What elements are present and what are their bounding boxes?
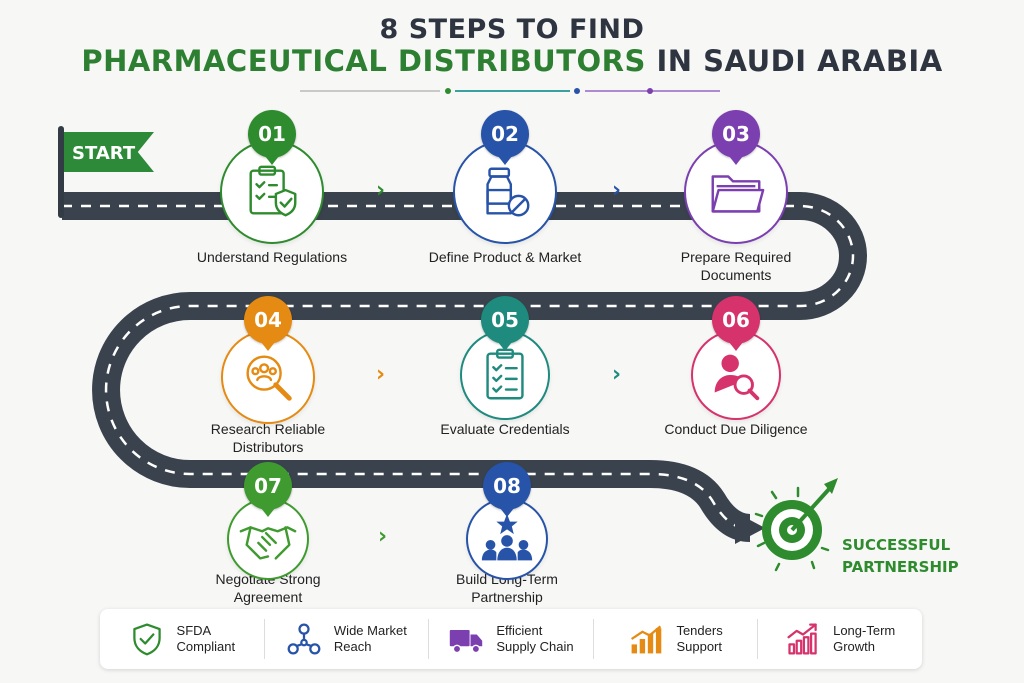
features-bar: SFDA Compliant Wide Market Reach Efficie… xyxy=(100,609,922,669)
step-01-badge: 01 xyxy=(248,110,296,165)
clipboard-shield-icon xyxy=(249,165,297,217)
team-star-icon xyxy=(481,513,533,561)
step-06-label: Conduct Due Diligence xyxy=(664,421,808,437)
title-line-1: 8 STEPS TO FIND xyxy=(379,14,645,45)
step-07-icon-circle xyxy=(227,498,309,580)
step-05-badge: 05 xyxy=(481,296,529,351)
feature-sfda-compliant: SFDA Compliant xyxy=(100,619,265,659)
step-06-icon-circle xyxy=(691,330,781,420)
target-arrow-icon xyxy=(754,478,838,572)
flag-pole xyxy=(58,126,64,218)
goal-text: SUCCESSFUL PARTNERSHIP xyxy=(842,534,972,578)
title-divider xyxy=(300,88,720,94)
feature-label: Efficient Supply Chain xyxy=(496,623,574,654)
goal-line-2: PARTNERSHIP xyxy=(842,558,959,576)
handshake-icon xyxy=(239,526,297,560)
shield-check-icon xyxy=(132,623,161,656)
step-02-label: Define Product & Market xyxy=(428,249,582,265)
feature-long-term-growth: Long-Term Growth xyxy=(758,619,922,659)
title-highlight: PHARMACEUTICAL DISTRIBUTORS xyxy=(81,44,646,78)
chevron-right-icon: › xyxy=(612,362,622,387)
feature-tenders-support: Tenders Support xyxy=(594,619,759,659)
feature-label: Long-Term Growth xyxy=(833,623,896,654)
step-07-badge: 07 xyxy=(244,462,292,517)
truck-icon xyxy=(450,630,483,654)
feature-label: Wide Market Reach xyxy=(333,623,407,654)
chevron-right-icon: › xyxy=(378,524,388,549)
network-icon xyxy=(287,623,321,655)
person-search-icon xyxy=(714,354,760,401)
folder-icon xyxy=(711,175,765,213)
checklist-icon xyxy=(486,348,524,400)
step-06-badge: 06 xyxy=(712,296,760,351)
step-08-badge: 08 xyxy=(483,462,531,517)
title-line-2: PHARMACEUTICAL DISTRIBUTORS IN SAUDI ARA… xyxy=(0,44,1024,78)
chevron-right-icon: › xyxy=(376,178,386,203)
step-04-badge: 04 xyxy=(244,296,292,351)
step-01-icon-circle xyxy=(220,140,324,244)
step-08-icon-circle xyxy=(466,498,548,580)
title-rest: IN SAUDI ARABIA xyxy=(656,44,943,78)
step-01-label: Understand Regulations xyxy=(196,249,348,265)
step-04-label: Research Reliable Distributors xyxy=(210,421,326,455)
feature-efficient-supply-chain: Efficient Supply Chain xyxy=(429,619,594,659)
step-03-badge: 03 xyxy=(712,110,760,165)
step-02-badge: 02 xyxy=(481,110,529,165)
medicine-bottle-pill-icon xyxy=(486,167,530,217)
feature-label: Tenders Support xyxy=(676,623,723,654)
chevron-right-icon: › xyxy=(376,362,386,387)
start-label: START xyxy=(72,143,136,164)
step-03-label: Prepare Required Documents xyxy=(680,249,792,283)
growth-chart-icon xyxy=(787,623,817,655)
people-magnifier-icon xyxy=(246,355,292,401)
feature-wide-market-reach: Wide Market Reach xyxy=(265,619,430,659)
chevron-right-icon: › xyxy=(612,178,622,203)
feature-label: SFDA Compliant xyxy=(176,623,236,654)
bar-chart-icon xyxy=(631,625,662,654)
goal-line-1: SUCCESSFUL xyxy=(842,536,951,554)
step-05-label: Evaluate Credentials xyxy=(440,421,570,437)
